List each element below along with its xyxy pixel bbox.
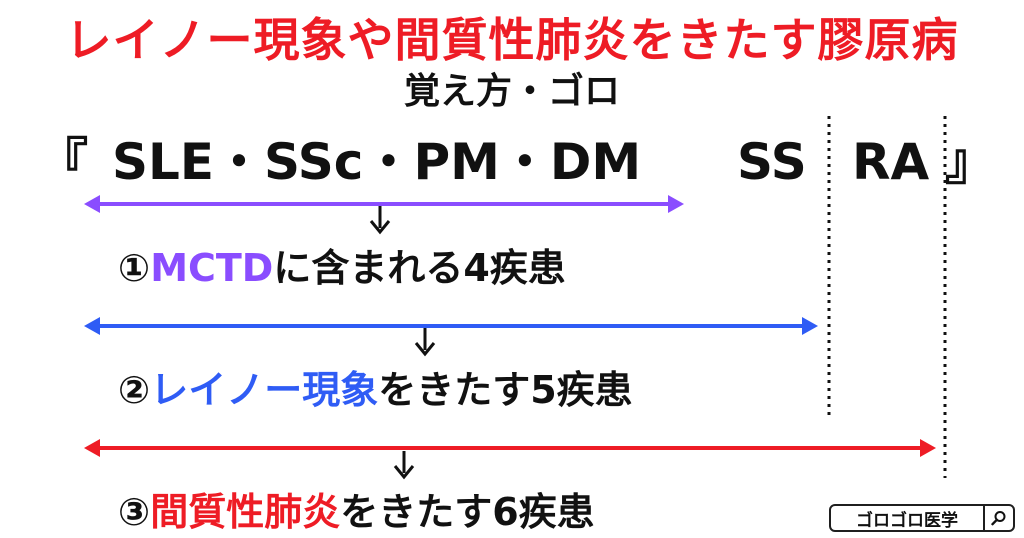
arrow-interstitial-pneumonia — [84, 439, 936, 457]
item-number: ② — [118, 368, 151, 412]
item-number: ③ — [118, 490, 151, 534]
item-number: ① — [118, 246, 151, 290]
site-badge[interactable]: ゴロゴロ医学 — [829, 504, 1015, 532]
page-subtitle: 覚え方・ゴロ — [403, 71, 620, 112]
item-highlight: レイノー現象 — [150, 368, 379, 412]
arrow-mctd — [84, 195, 684, 213]
close-bracket: 』 — [945, 133, 995, 191]
item-suffix: をきたす5疾患 — [378, 368, 633, 412]
page-title: レイノー現象や間質性肺炎をきたす膠原病 — [65, 13, 959, 67]
item-mctd: ①MCTDに含まれる4疾患 — [118, 245, 566, 291]
item-suffix: に含まれる4疾患 — [273, 246, 566, 290]
item-interstitial-pneumonia: ③間質性肺炎をきたす6疾患 — [118, 489, 595, 535]
mnemonic-ss: SS — [737, 133, 807, 191]
arrow-raynaud — [84, 317, 818, 335]
down-arrow-2 — [414, 328, 436, 357]
down-arrow-1 — [369, 206, 391, 235]
item-highlight: 間質性肺炎 — [150, 490, 341, 534]
site-badge-label: ゴロゴロ医学 — [856, 510, 958, 531]
mnemonic-group-sle-ssc-pm-dm: SLE・SSc・PM・DM — [112, 133, 642, 191]
search-icon[interactable] — [983, 506, 1013, 530]
down-arrow-3 — [393, 451, 415, 480]
mnemonic-ra: RA — [852, 133, 930, 191]
item-raynaud: ②レイノー現象をきたす5疾患 — [118, 367, 633, 413]
item-suffix: をきたす6疾患 — [340, 490, 595, 534]
item-highlight: MCTD — [150, 246, 274, 290]
open-bracket: 『 — [38, 133, 88, 191]
